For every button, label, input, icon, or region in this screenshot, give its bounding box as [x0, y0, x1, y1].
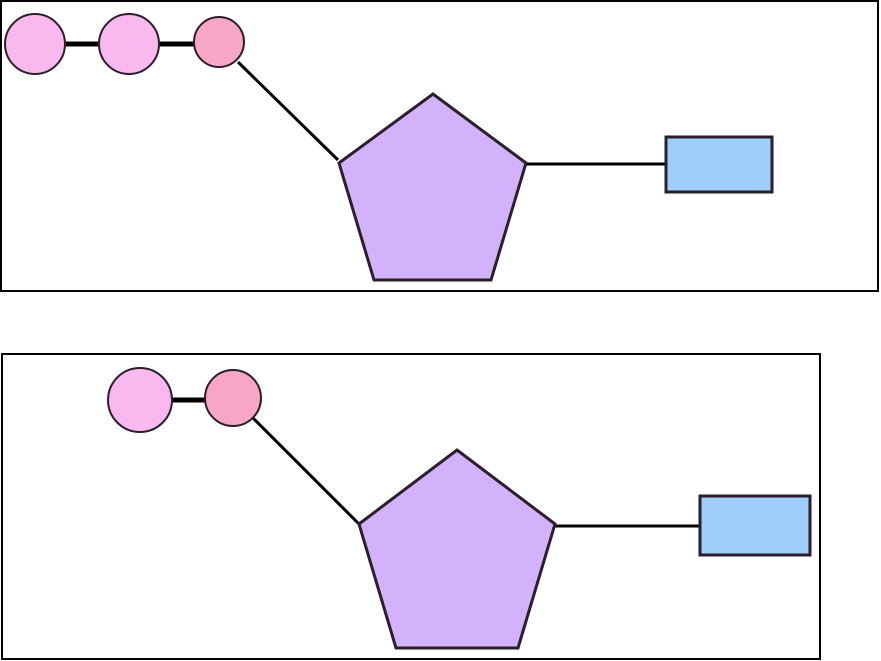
base-rectangle: [664, 135, 774, 194]
phosphate-sugar-bond: [236, 60, 340, 162]
phosphate-circle-attached: [193, 16, 245, 68]
panel-top-frame: [0, 0, 879, 292]
sugar-pentagon: [357, 448, 557, 650]
panel-top: [0, 0, 879, 292]
phosphate-circle: [107, 367, 173, 433]
phosphate-sugar-bond: [251, 416, 361, 526]
phosphate-circle: [4, 13, 66, 75]
panel-bottom: [1, 353, 821, 660]
phosphate-circle: [98, 13, 160, 75]
base-rectangle: [698, 494, 812, 557]
phosphate-circle-attached: [204, 369, 262, 427]
sugar-pentagon: [337, 92, 528, 282]
panel-bottom-frame: [1, 353, 821, 660]
